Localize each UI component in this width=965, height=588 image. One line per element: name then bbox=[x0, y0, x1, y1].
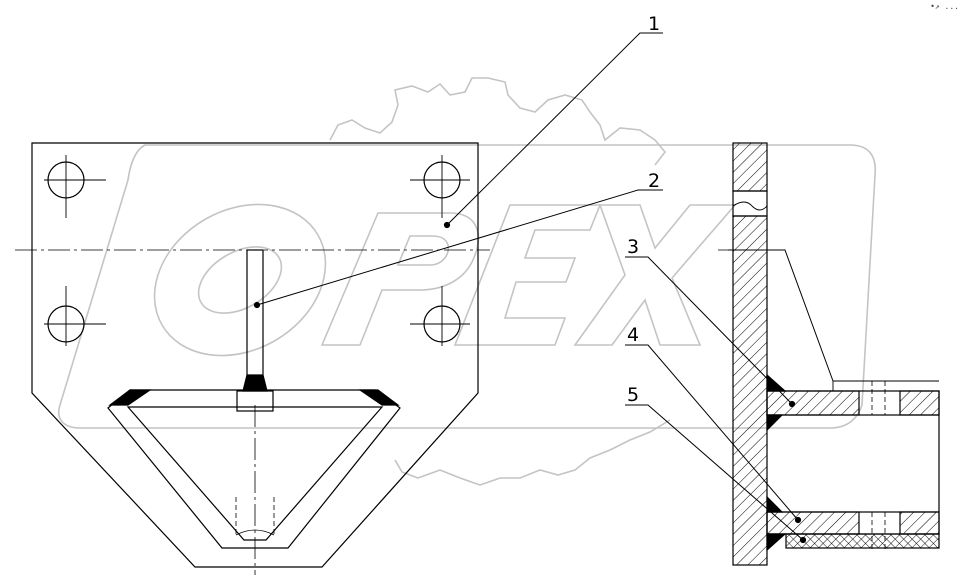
flange-top-hatch bbox=[732, 142, 768, 192]
watermark-badge bbox=[58, 144, 877, 429]
v-bracket bbox=[107, 389, 401, 549]
bolt-hole-top-left bbox=[44, 155, 106, 218]
weld-bottom bbox=[766, 533, 787, 552]
watermark-gear bbox=[329, 77, 667, 166]
leader-lines bbox=[253, 32, 834, 544]
leader-1 bbox=[446, 32, 663, 226]
callout-3: 3 bbox=[627, 236, 639, 258]
weld-top-inner bbox=[766, 414, 784, 432]
callout-2: 2 bbox=[648, 170, 660, 192]
weld-bottom-inner bbox=[766, 495, 784, 513]
watermark-letter-p bbox=[320, 212, 480, 346]
watermark-letter-e bbox=[453, 204, 602, 346]
callouts: 1 2 3 4 5 bbox=[627, 13, 660, 406]
leader-3 bbox=[625, 256, 793, 405]
leader-2 bbox=[256, 189, 663, 306]
bushing bbox=[785, 533, 940, 549]
corner-mark: •↗ ... bbox=[930, 2, 959, 11]
callout-1: 1 bbox=[648, 13, 660, 35]
watermark-letter-x bbox=[573, 204, 737, 346]
callout-4: 4 bbox=[627, 324, 639, 346]
bolt-hole-bottom-left bbox=[44, 286, 106, 346]
bolt-hole-top-right bbox=[410, 155, 470, 218]
bolt-hole-bottom-right bbox=[410, 286, 470, 346]
leader-4 bbox=[625, 344, 799, 521]
watermark-letter-o bbox=[153, 203, 327, 357]
front-view bbox=[15, 142, 490, 575]
stiffener-rib bbox=[236, 249, 274, 412]
watermark-gear-lower bbox=[394, 419, 671, 486]
base-plate-outline bbox=[31, 142, 479, 568]
flange-hatch bbox=[732, 215, 768, 566]
leader-5 bbox=[625, 404, 804, 541]
callout-5: 5 bbox=[627, 384, 639, 406]
leader-flange bbox=[728, 249, 834, 382]
weld-top bbox=[766, 373, 787, 392]
side-section-view bbox=[718, 142, 940, 566]
watermark bbox=[58, 77, 877, 486]
